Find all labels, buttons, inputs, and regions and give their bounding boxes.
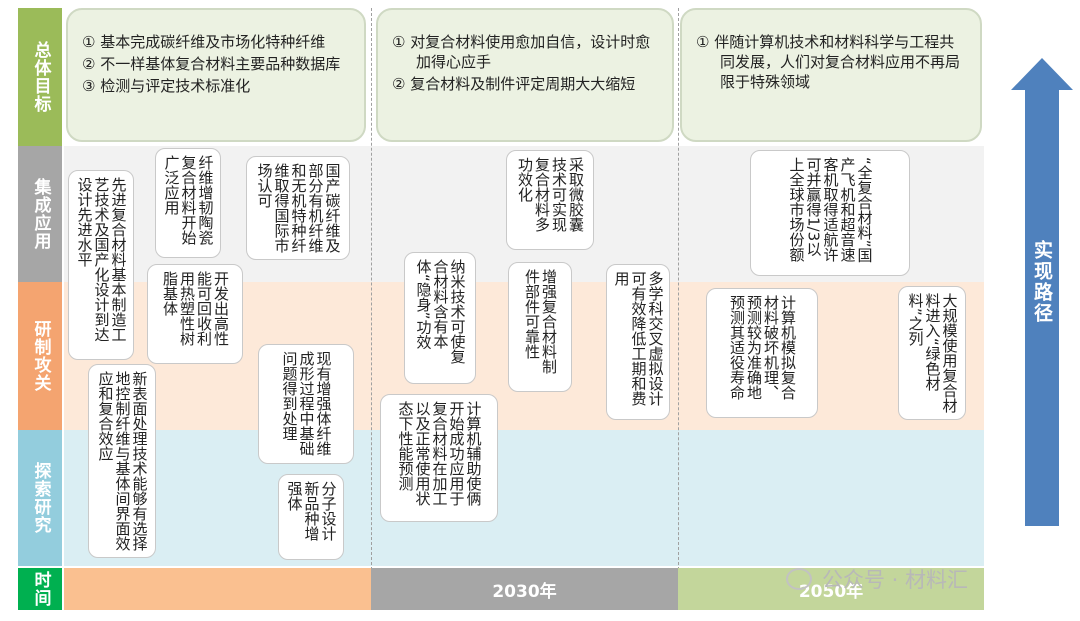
- goal-1-item-3: ③ 检测与评定技术标准化: [82, 77, 251, 95]
- row-label-exploration: 探索研究: [18, 430, 62, 566]
- research-box-nano-stealth: 纳米技术可使复合材料含有本体“隐身”功效: [404, 252, 476, 384]
- wechat-icon: [786, 568, 812, 590]
- app-box-manufacturing: 先进复合材料基本制造工艺技术及国产化设计到达设计先进水平: [68, 170, 134, 360]
- goal-3-item-1: ① 伴随计算机技术和材料科学与工程共同发展，人们对复合材料应用不再局限于特殊领域: [696, 33, 961, 91]
- goal-1-item-1: ① 基本完成碳纤维及市场化特种纤维: [82, 33, 326, 51]
- progress-arrow: [1025, 88, 1059, 526]
- row-label-research: 研制攻关: [18, 282, 62, 430]
- explore-box-computer-aided: 计算机辅助使俩开始成功应用于复合材料在加工以及正常使用状态下性能预测: [380, 394, 498, 522]
- research-box-virtual-design: 多学科交叉虚拟设计可有效降低工期和费用: [606, 264, 670, 420]
- explore-box-molecular-design: 分子设计新品种增强体: [278, 474, 344, 560]
- research-box-reliability: 增强复合材料制件部件可靠性: [508, 262, 572, 392]
- goal-box-period-2: ① 对复合材料使用愈加自信，设计时愈加得心应手 ② 复合材料及制件评定周期大大缩…: [376, 8, 674, 142]
- app-box-microcapsule: 采取微胶囊技术可实现复合材料多功效化: [506, 150, 594, 250]
- goal-1-item-2: ② 不一样基体复合材料主要品种数据库: [82, 55, 341, 73]
- arrow-label: 实现路径: [1031, 240, 1053, 324]
- app-box-carbon-fiber: 国产碳纤维及部分有机纤维和无机特种纤维取得国际市场认可: [246, 156, 350, 260]
- row-label-goals: 总体目标: [18, 8, 62, 146]
- row-label-applications: 集成应用: [18, 146, 62, 282]
- research-box-reinforcement: 现有增强体纤维成形过程中基础问题得到处理: [258, 344, 354, 464]
- timeline-segment-2030: 2030年: [371, 568, 678, 610]
- watermark-text: 公众号 · 材料汇: [822, 568, 969, 592]
- goal-box-period-1: ① 基本完成碳纤维及市场化特种纤维 ② 不一样基体复合材料主要品种数据库 ③ 检…: [66, 8, 366, 142]
- research-box-resin: 开发出高性能可回收利用热塑性树脂基体: [147, 264, 243, 364]
- app-box-ceramic: 纤维增韧陶瓷复合材料开始广泛应用: [155, 148, 221, 258]
- row-label-time: 时间: [18, 568, 62, 610]
- watermark: 公众号 · 材料汇: [786, 564, 968, 594]
- app-box-aircraft: “全复合材料”国产飞机和超音速客机取得适航许可并赢得1/3以上全球市场份额: [750, 150, 910, 276]
- research-box-failure-simulation: 计算机模拟复合材料破坏机理、预测较为准确地预测其适役寿命: [706, 288, 818, 418]
- timeline-segment-2050: 2050年: [678, 568, 984, 610]
- timeline-segment-1: [64, 568, 371, 610]
- timeline-label-2030: 2030年: [492, 581, 557, 602]
- goal-2-item-2: ② 复合材料及制件评定周期大大缩短: [392, 75, 636, 93]
- research-box-green-materials: 大规模使用复合材料进入“绿色材料”之列: [898, 286, 966, 420]
- goal-box-period-3: ① 伴随计算机技术和材料科学与工程共同发展，人们对复合材料应用不再局限于特殊领域: [680, 8, 982, 142]
- period-divider-2: [678, 8, 679, 570]
- timeline-label-2050: 2050年: [798, 581, 864, 602]
- arrow-up-icon: [1011, 58, 1073, 90]
- explore-box-surface-treatment: 新表面处理技术能够有选择地控制纤维与基体间界面效应和复合效应: [88, 364, 156, 558]
- goal-2-item-1: ① 对复合材料使用愈加自信，设计时愈加得心应手: [392, 33, 651, 71]
- exploration-band: [64, 430, 984, 566]
- period-divider-1: [371, 8, 372, 570]
